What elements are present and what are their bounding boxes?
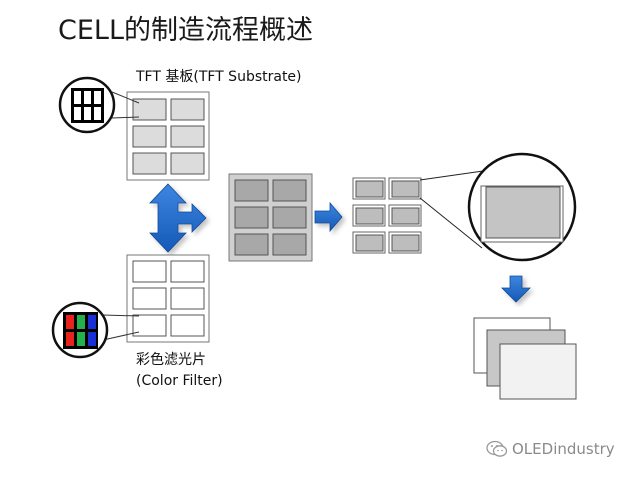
cut-cells	[352, 177, 422, 254]
color-filter-magnifier	[51, 301, 140, 359]
watermark-text: OLEDindustry	[512, 440, 615, 458]
assembled-panel	[228, 173, 313, 262]
down-arrow-icon	[501, 275, 531, 303]
tft-magnifier	[58, 76, 140, 134]
page-title: CELL的制造流程概述	[58, 15, 313, 46]
tft-substrate-panel	[126, 91, 210, 181]
color-filter-label-cn: 彩色滤光片	[136, 352, 206, 368]
wechat-icon	[486, 440, 508, 457]
color-filter-panel	[126, 254, 210, 343]
tft-substrate-label: TFT 基板(TFT Substrate)	[136, 69, 302, 85]
color-filter-label-en: (Color Filter)	[136, 373, 223, 389]
finished-panels-stack	[473, 317, 577, 400]
merge-arrow	[149, 183, 207, 253]
cell-zoom-magnifier	[419, 152, 577, 262]
right-arrow-icon	[314, 201, 343, 233]
watermark: OLEDindustry	[486, 440, 615, 458]
